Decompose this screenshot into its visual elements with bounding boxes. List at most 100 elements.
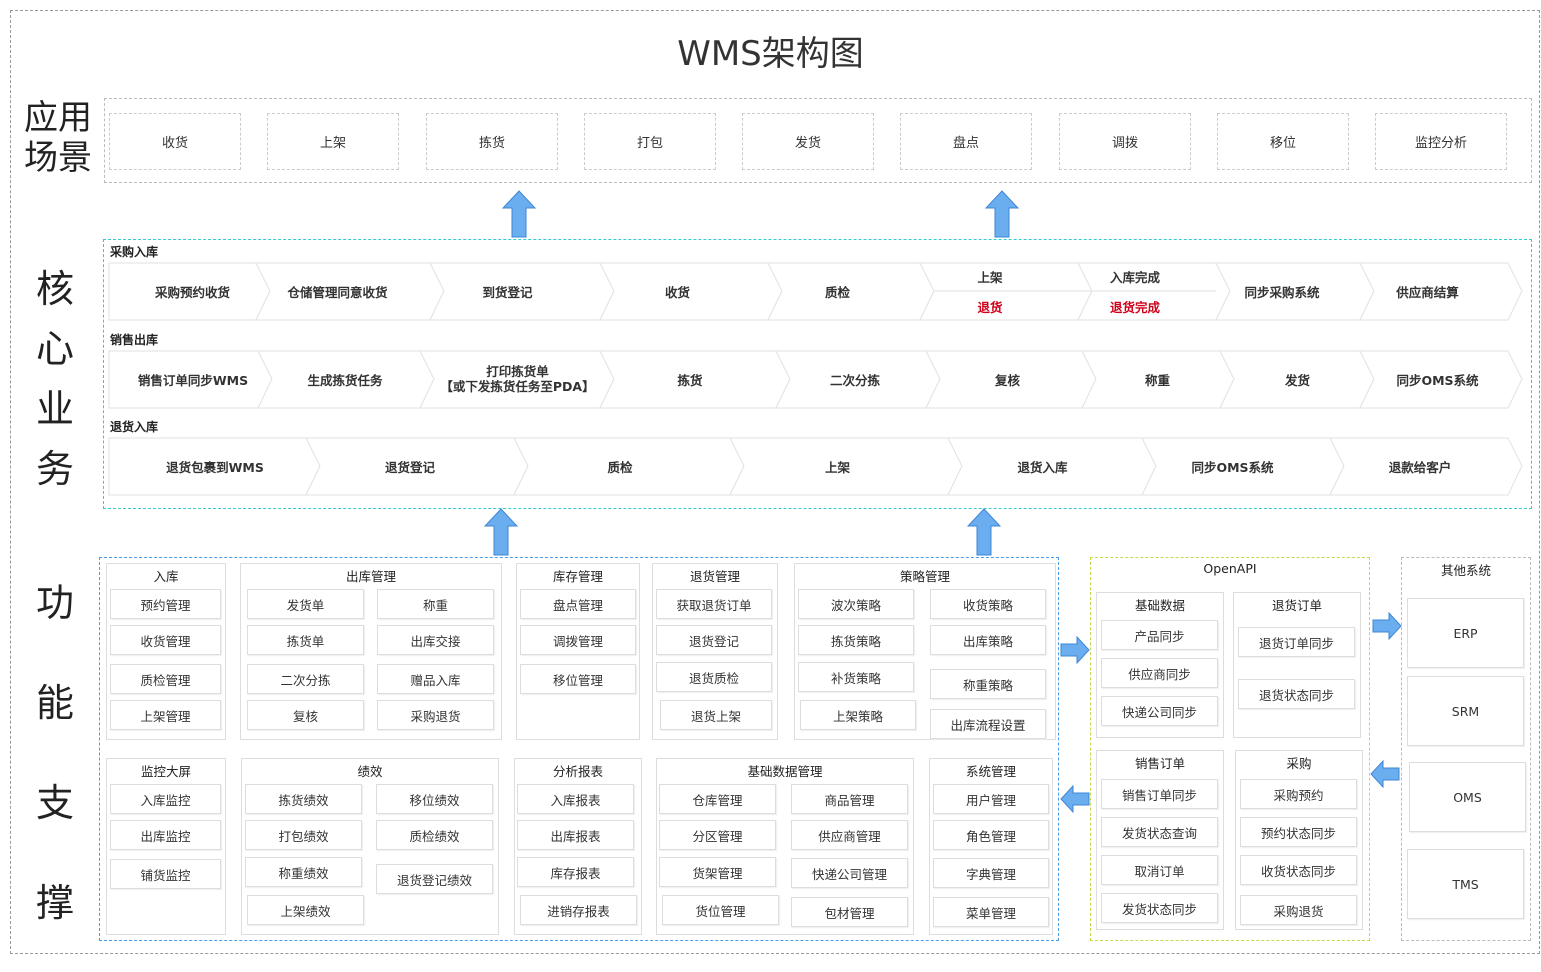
item-weighing-performance: 称重绩效 [245,857,362,887]
openapi-group-basic-title: 基础数据 [1134,598,1185,613]
item-distribution-monitor: 铺货监控 [110,859,221,889]
item-replenishment-strategy: 补货策略 [798,662,914,692]
print-pick-list-sub: 【或下发拣货任务至PDA】 [440,379,595,394]
app-scene-shipping: 发货 [742,113,874,170]
side-label-core-1: 核 [35,267,74,311]
item-return-status-sync: 退货状态同步 [1238,679,1355,709]
purchase-putaway: 上架 [977,269,1003,285]
core-business-zone [103,239,1532,509]
other-systems-zone [1401,557,1531,941]
return-flow-chevrons [108,437,1523,496]
side-label-func: 功 能 支 撑 [30,572,80,972]
up-arrow-icon [967,508,1001,556]
group-basic-data-title: 基础数据管理 [747,764,823,779]
item-product-sync: 产品同步 [1101,620,1218,650]
item-dictionary-mgmt: 字典管理 [933,858,1049,888]
item-supplier-mgmt: 供应商管理 [791,820,908,850]
side-label-app-1: 应用 [24,98,92,138]
item-shipping-status-sync: 发货状态同步 [1101,893,1218,923]
item-purchase-return: 采购退货 [377,700,494,730]
group-reports-title: 分析报表 [552,764,603,779]
app-scene-inventory-count: 盘点 [900,113,1032,170]
return-step-3: 质检 [607,459,633,475]
sales-step-6: 复核 [994,372,1020,388]
item-menu-mgmt: 菜单管理 [933,897,1049,927]
item-return-registration-performance: 退货登记绩效 [376,864,493,894]
side-label-core-4: 务 [35,447,74,491]
item-return-qc: 退货质检 [656,662,772,692]
sales-step-5: 二次分拣 [829,372,880,388]
item-return-order-sync: 退货订单同步 [1238,627,1355,657]
item-weighing-strategy: 称重策略 [930,669,1046,699]
return-inbound-label: 退货入库 [110,420,159,434]
item-supplier-sync: 供应商同步 [1101,658,1218,688]
item-appointment-status-sync: 预约状态同步 [1240,817,1357,847]
outer-frame [10,10,1540,954]
item-inbound-report: 入库报表 [517,784,634,814]
sales-outbound-label: 销售出库 [110,333,159,347]
app-scene-putaway: 上架 [267,113,399,170]
other-systems-title: 其他系统 [1440,563,1491,578]
item-transfer-mgmt: 调拨管理 [520,625,636,655]
item-location-mgmt: 货位管理 [662,895,779,925]
item-weighing: 称重 [377,589,494,619]
return-step-7: 退款给客户 [1388,459,1452,475]
purchase-inbound-complete: 入库完成 [1109,269,1160,285]
group-inbound-title: 入库 [153,569,179,584]
app-scenes-zone [104,98,1532,183]
purchase-supplier-settlement: 供应商结算 [1396,284,1459,300]
item-secondary-sorting: 二次分拣 [247,664,364,694]
purchase-return-complete: 退货完成 [1109,299,1160,315]
app-scene-transfer: 调拨 [1059,113,1191,170]
system-erp: ERP [1407,598,1524,668]
item-stock-report: 库存报表 [517,857,634,887]
group-performance-title: 绩效 [357,764,383,779]
item-courier-mgmt: 快递公司管理 [791,858,908,888]
return-step-4: 上架 [824,459,850,475]
item-qc-mgmt: 质检管理 [110,664,221,694]
item-pick-list: 拣货单 [247,625,364,655]
right-arrow-icon [1372,612,1402,640]
group-strategy-title: 策略管理 [899,569,950,584]
item-shelf-mgmt: 货架管理 [659,857,776,887]
sales-step-3: 打印拣货单 【或下发拣货任务至PDA】 [430,358,605,400]
group-monitor-title: 监控大屏 [140,764,191,779]
side-label-func-3: 支 [35,781,74,825]
return-step-6: 同步OMS系统 [1191,459,1274,475]
return-step-1: 退货包裹到WMS [166,459,264,475]
item-putaway-performance: 上架绩效 [247,895,364,925]
item-purchase-sales-stock-report: 进销存报表 [520,895,637,925]
app-scene-receive: 收货 [109,113,241,170]
purchase-flow-chevrons [108,262,1523,321]
group-system-title: 系统管理 [965,764,1016,779]
page-title: WMS架构图 [677,34,864,74]
up-arrow-icon [484,508,518,556]
item-outbound-monitor: 出库监控 [110,820,221,850]
app-scene-packing: 打包 [584,113,716,170]
purchase-return: 退货 [977,299,1003,315]
group-outbound-title: 出库管理 [345,569,396,584]
item-packing-performance: 打包绩效 [245,820,362,850]
openapi-zone [1090,557,1370,941]
item-receiving-status-sync: 收货状态同步 [1240,855,1357,885]
side-label-func-2: 能 [35,681,74,725]
app-scene-picking: 拣货 [426,113,558,170]
item-wave-strategy: 波次策略 [798,589,914,619]
openapi-title: OpenAPI [1203,561,1257,576]
side-label-func-4: 撑 [35,881,74,925]
group-returns-title: 退货管理 [689,569,740,584]
side-label-core-3: 业 [35,387,74,431]
item-putaway-strategy: 上架策略 [800,700,916,730]
openapi-group-sales-order-title: 销售订单 [1134,756,1185,771]
sales-step-1: 销售订单同步WMS [137,372,249,388]
print-pick-list: 打印拣货单 [486,364,549,379]
group-stock-title: 库存管理 [552,569,603,584]
system-srm: SRM [1407,676,1524,746]
item-outbound-flow-settings: 出库流程设置 [930,709,1046,739]
left-arrow-icon [1370,760,1400,788]
item-zone-mgmt: 分区管理 [659,820,776,850]
item-role-mgmt: 角色管理 [933,820,1049,850]
right-arrow-icon [1060,636,1090,664]
item-stocktaking: 盘点管理 [520,589,636,619]
item-product-mgmt: 商品管理 [791,784,908,814]
